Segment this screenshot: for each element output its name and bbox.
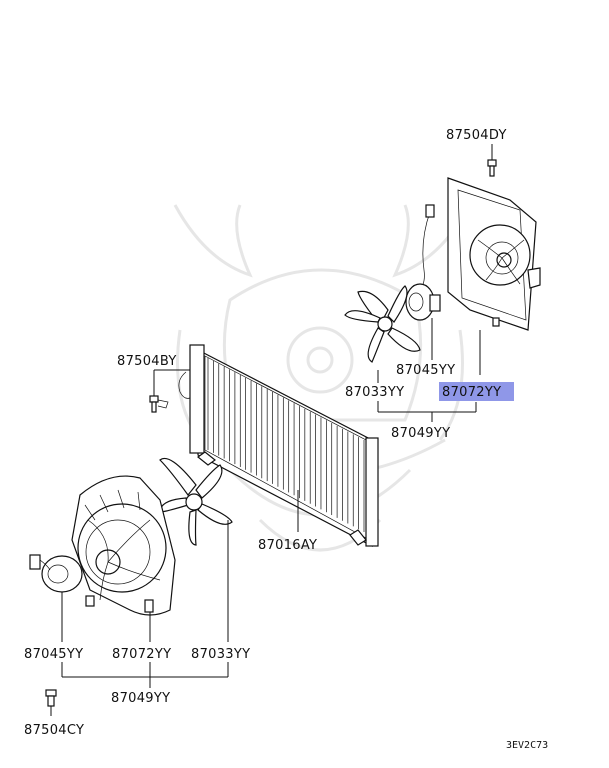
label-highlight — [439, 382, 514, 401]
fan-motor-lower — [29, 554, 83, 593]
bolt-upper-icon — [487, 159, 497, 177]
fan-blade-upper — [344, 285, 421, 363]
label-bolt-left[interactable]: 87504BY — [117, 354, 177, 369]
fan-blade-lower — [159, 457, 233, 546]
fan-shroud-lower — [71, 475, 176, 616]
label-fan-upper[interactable]: 87033YY — [345, 385, 404, 400]
fan-shroud-upper — [447, 177, 541, 331]
label-condenser[interactable]: 87016AY — [258, 538, 317, 553]
label-bolt-top[interactable]: 87504DY — [446, 128, 507, 143]
label-kit-upper[interactable]: 87049YY — [391, 426, 450, 441]
fan-motor-upper — [405, 204, 441, 321]
label-fan-lower[interactable]: 87033YY — [191, 647, 250, 662]
bolt-lower-icon — [45, 689, 57, 707]
label-motor-lower[interactable]: 87045YY — [24, 647, 83, 662]
condenser — [178, 344, 379, 547]
label-kit-lower[interactable]: 87049YY — [111, 691, 170, 706]
label-shroud-lower[interactable]: 87072YY — [112, 647, 171, 662]
bolt-left-icon — [149, 395, 169, 413]
reference-code: 3EV2C73 — [506, 740, 548, 751]
part-labels: 87504DY 87045YY 87033YY 87072YY 87049YY … — [24, 128, 548, 751]
label-shroud-upper[interactable]: 87072YY — [442, 385, 501, 400]
label-bolt-bottom[interactable]: 87504CY — [24, 723, 84, 738]
label-motor-upper[interactable]: 87045YY — [396, 363, 455, 378]
